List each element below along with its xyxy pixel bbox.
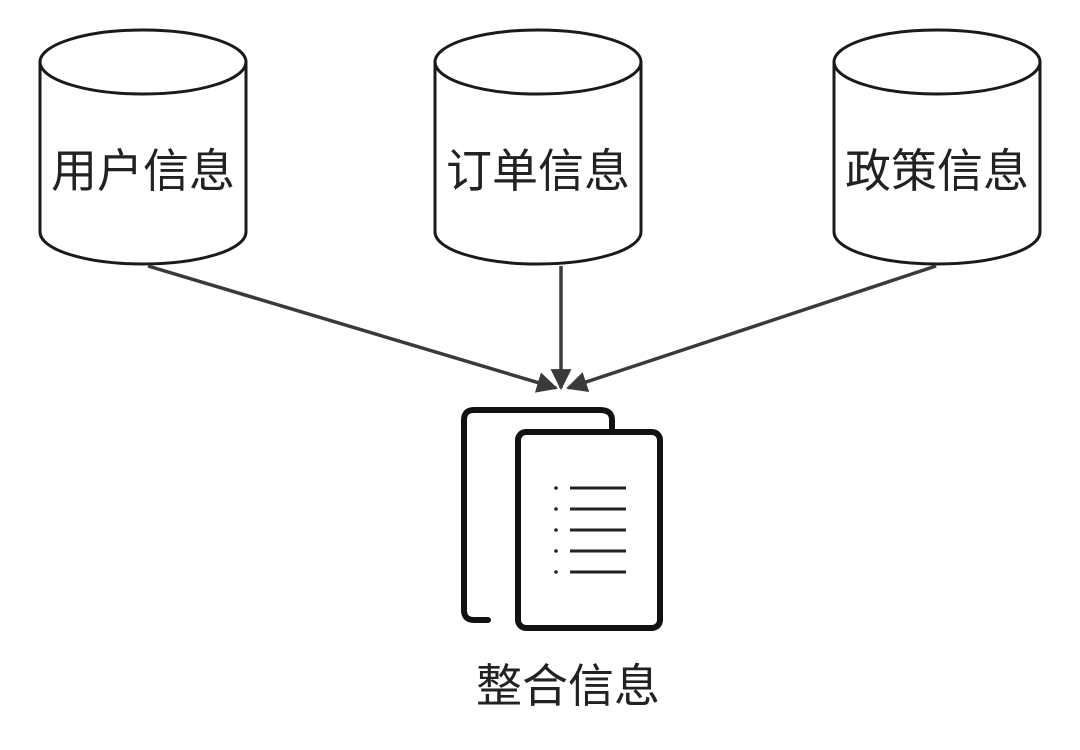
database-label-user-info: 用户信息 bbox=[51, 144, 235, 198]
documents-icon bbox=[461, 407, 663, 631]
database-label-order-info: 订单信息 bbox=[446, 144, 630, 198]
database-icon bbox=[38, 28, 248, 266]
database-label-policy-info: 政策信息 bbox=[845, 144, 1029, 198]
arrow-user-to-result bbox=[147, 264, 559, 393]
database-user-info: 用户信息 bbox=[38, 28, 248, 266]
database-icon bbox=[433, 28, 643, 266]
database-order-info: 订单信息 bbox=[433, 28, 643, 266]
arrows bbox=[147, 264, 937, 393]
result-label: 整合信息 bbox=[476, 659, 660, 713]
database-policy-info: 政策信息 bbox=[832, 28, 1042, 266]
arrow-policy-to-result bbox=[566, 264, 937, 393]
database-icon bbox=[832, 28, 1042, 266]
document-list-lines bbox=[554, 486, 626, 574]
document-back-page bbox=[461, 407, 615, 623]
